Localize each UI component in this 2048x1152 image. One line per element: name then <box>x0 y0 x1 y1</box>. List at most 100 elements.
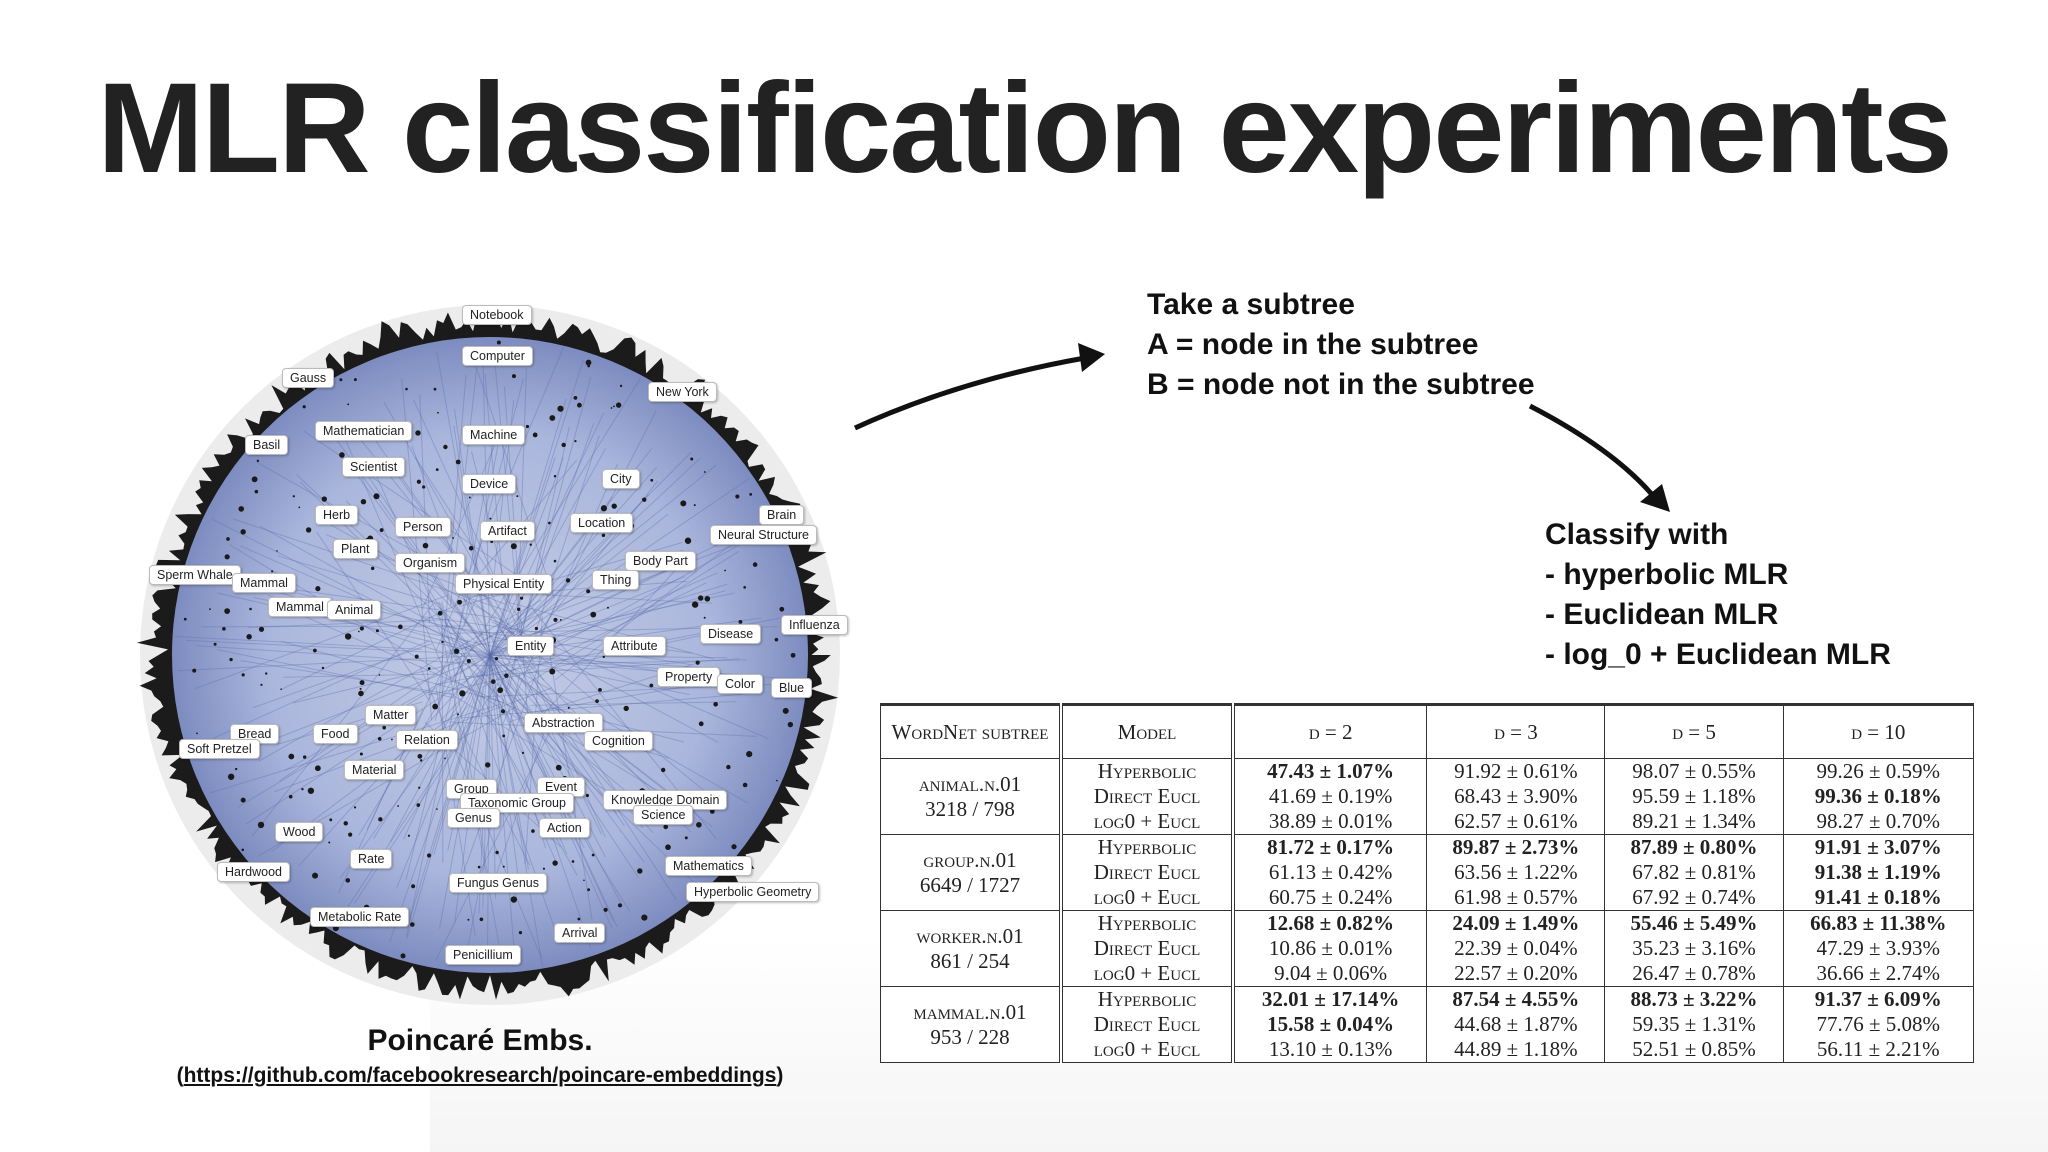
classify-heading: Classify with <box>1545 518 1729 551</box>
disk-point <box>345 878 351 883</box>
disk-point <box>735 494 740 499</box>
disk-point <box>479 917 484 922</box>
node-label: Color <box>717 674 763 694</box>
subtree-counts: 861 / 254 <box>930 948 1010 973</box>
disk-edge <box>530 701 737 706</box>
disk-point <box>419 759 423 762</box>
value: 38.89 ± 0.01% <box>1268 809 1393 833</box>
disk-edge <box>489 451 692 656</box>
model-name: Hyperbolic <box>1097 911 1197 935</box>
disk-point <box>684 836 688 840</box>
disk-point <box>602 655 605 659</box>
disk-point <box>305 527 312 533</box>
value-cell-d3: 89.87 ± 2.73%63.56 ± 1.22%61.98 ± 0.57% <box>1426 834 1606 911</box>
value: 98.27 ± 0.70% <box>1816 809 1941 833</box>
disk-edge <box>556 538 753 612</box>
node-label: Fungus Genus <box>449 873 547 893</box>
disk-point <box>224 608 231 614</box>
model-name: log0 + Eucl <box>1093 961 1201 985</box>
disk-point <box>360 498 367 505</box>
disk-point <box>415 430 421 436</box>
disk-point <box>703 616 706 619</box>
disk-point <box>276 550 278 552</box>
disk-point <box>704 595 711 602</box>
disk-edge <box>320 519 526 635</box>
disk-edge <box>375 474 470 686</box>
subtree-counts: 6649 / 1727 <box>919 872 1021 897</box>
disk-point <box>422 485 426 489</box>
value: 44.89 ± 1.18% <box>1454 1037 1578 1061</box>
disk-point <box>226 537 230 541</box>
node-label: Action <box>539 818 590 838</box>
value-cell-d5: 88.73 ± 3.22%59.35 ± 1.31%52.51 ± 0.85% <box>1604 986 1784 1063</box>
disk-point <box>565 578 571 583</box>
disk-point <box>611 503 617 509</box>
disk-point <box>776 779 778 782</box>
disk-edge <box>444 592 735 653</box>
disk-point <box>359 680 365 686</box>
node-label: Soft Pretzel <box>179 739 260 759</box>
github-link[interactable]: https://github.com/facebookresearch/poin… <box>183 1064 777 1087</box>
node-label: Body Part <box>625 551 696 571</box>
node-label: Person <box>395 517 451 537</box>
disk-edge <box>435 723 555 961</box>
arrowhead-classify <box>1640 484 1670 512</box>
value-cell-d2: 47.43 ± 1.07%41.69 ± 0.19%38.89 ± 0.01% <box>1232 758 1428 835</box>
disk-edge <box>442 605 490 884</box>
disk-point <box>774 637 779 642</box>
disk-point <box>548 521 551 525</box>
disk-point <box>782 707 789 714</box>
model-name: Direct Eucl <box>1093 784 1201 808</box>
disk-point <box>321 496 328 502</box>
header-d2: d = 2 <box>1232 703 1428 759</box>
disk-edge <box>454 378 641 677</box>
disk-point <box>224 554 230 560</box>
model-name: log0 + Eucl <box>1093 809 1201 833</box>
disk-point <box>441 640 444 644</box>
node-label: Sperm Whale <box>149 565 241 585</box>
disk-edge <box>453 408 491 656</box>
disk-point <box>504 673 509 678</box>
disk-point <box>696 822 702 828</box>
disk-point <box>433 387 437 391</box>
disk-point <box>227 773 235 780</box>
value-cell-d5: 55.46 ± 5.49%35.23 ± 3.16%26.47 ± 0.78% <box>1604 910 1784 987</box>
steps-text: Take a subtree A = node in the subtree B… <box>1147 285 1535 405</box>
disk-point <box>398 624 403 630</box>
value: 91.37 ± 6.09% <box>1814 987 1942 1011</box>
value: 59.35 ± 1.31% <box>1632 1012 1756 1036</box>
disk-point <box>455 459 461 465</box>
table-header-row: WordNet subtree Model d = 2 d = 3 d = 5 … <box>880 703 1975 759</box>
disk-edge <box>449 721 757 737</box>
value: 99.26 ± 0.59% <box>1816 759 1941 783</box>
disk-point <box>339 452 345 458</box>
disk-point <box>600 505 608 512</box>
node-label: Metabolic Rate <box>310 907 410 927</box>
node-label: Disease <box>700 624 762 644</box>
disk-point <box>698 721 704 727</box>
disk-point <box>623 705 629 712</box>
value: 60.75 ± 0.24% <box>1268 885 1393 909</box>
value: 9.04 ± 0.06% <box>1274 961 1388 985</box>
disk-point <box>490 540 493 544</box>
disk-point <box>414 654 419 659</box>
disk-point <box>238 506 245 512</box>
disk-point <box>229 657 233 662</box>
node-label: Brain <box>759 505 805 525</box>
disk-point <box>746 751 753 758</box>
disk-point <box>567 706 570 709</box>
disk-point <box>437 411 439 414</box>
value-cell-d3: 24.09 ± 1.49%22.39 ± 0.04%22.57 ± 0.20% <box>1426 910 1606 987</box>
disk-point <box>422 542 429 549</box>
value: 67.92 ± 0.74% <box>1632 885 1756 909</box>
classify-item: - hyperbolic MLR <box>1545 558 1789 591</box>
disk-point <box>411 884 416 889</box>
figure-caption: Poincaré Embs. <box>367 1024 593 1057</box>
disk-point <box>601 533 606 538</box>
